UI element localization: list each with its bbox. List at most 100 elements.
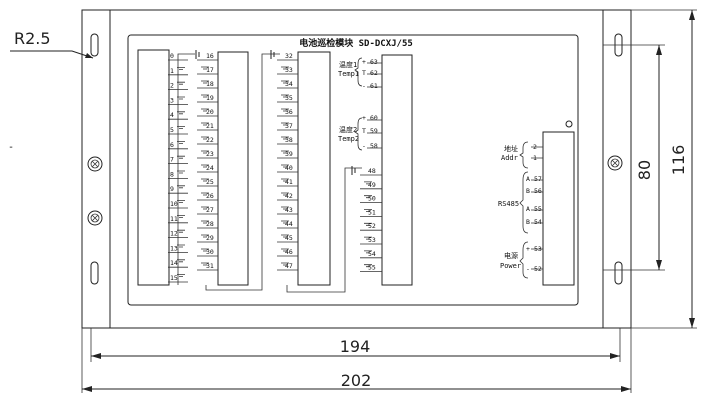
- terminal-label: 6: [170, 141, 174, 149]
- svg-text:+: +: [526, 245, 530, 253]
- cell-symbol-icon: [201, 150, 209, 154]
- radius-leader: [10, 50, 94, 59]
- dim-inner-width: 194: [340, 337, 371, 356]
- terminal-label: 14: [170, 259, 178, 267]
- svg-text:T: T: [362, 69, 366, 77]
- cell-symbol-icon: [281, 122, 289, 126]
- cell-symbol-icon: [281, 192, 289, 196]
- svg-text:温度1: 温度1: [339, 60, 357, 69]
- terminal-label: 55: [368, 264, 376, 272]
- terminal-label: 15: [170, 274, 178, 282]
- dim-outer-width: 202: [341, 371, 372, 390]
- terminal-label: 19: [206, 94, 214, 102]
- terminal-label: 31: [206, 262, 214, 270]
- svg-text:Temp2: Temp2: [338, 135, 359, 143]
- svg-text:RS485: RS485: [498, 200, 519, 208]
- dim-outer-height: 116: [669, 145, 688, 176]
- svg-text:Temp1: Temp1: [338, 70, 359, 78]
- cell-symbol-icon: [351, 166, 356, 175]
- mounting-slot-tl: [90, 33, 99, 57]
- svg-text:59: 59: [370, 127, 378, 135]
- terminal-label: 22: [206, 136, 214, 144]
- terminal-label: 54: [368, 250, 376, 258]
- svg-text:A: A: [526, 205, 530, 213]
- svg-text:63: 63: [370, 58, 378, 66]
- cell-symbol-icon: [195, 50, 200, 59]
- cell-symbol-icon: [281, 150, 289, 154]
- left-dash: -: [8, 142, 14, 153]
- terminal-label: 52: [368, 222, 376, 230]
- cell-symbol-icon: [364, 209, 372, 212]
- terminal-label: 49: [368, 181, 376, 189]
- svg-text:-: -: [362, 82, 366, 90]
- screw-icon: [87, 156, 103, 172]
- bus-wire: [286, 167, 362, 293]
- terminal-label: 25: [206, 178, 214, 186]
- terminal-label: 24: [206, 164, 214, 172]
- svg-text:58: 58: [370, 142, 378, 150]
- cell-symbol-icon: [281, 164, 289, 168]
- cell-symbol-icon: [201, 262, 209, 266]
- terminal-label: 47: [285, 262, 293, 270]
- cell-symbol-icon: [281, 94, 289, 98]
- terminal-label: 51: [368, 208, 376, 216]
- bus-wire: [205, 53, 280, 291]
- connector-block-2: [217, 51, 249, 286]
- cell-symbol-icon: [281, 206, 289, 210]
- svg-text:60: 60: [370, 114, 378, 122]
- connector-block-1: [137, 49, 170, 286]
- terminal-label: 40: [285, 164, 293, 172]
- terminal-label: 46: [285, 248, 293, 256]
- terminal-label: 36: [285, 108, 293, 116]
- connector-block-4: [381, 54, 413, 286]
- terminal-label: 27: [206, 206, 214, 214]
- terminal-label: 5: [170, 126, 174, 134]
- terminal-label: 1: [170, 67, 174, 75]
- terminal-label: 39: [285, 150, 293, 158]
- terminal-label: 7: [170, 156, 174, 164]
- svg-text:57: 57: [534, 175, 542, 183]
- terminal-label: 23: [206, 150, 214, 158]
- temp2-group: 温度2 Temp2 +T- 60 59 58: [338, 114, 382, 151]
- cell-symbol-icon: [201, 220, 209, 224]
- cell-symbol-icon: [201, 192, 209, 196]
- cell-symbol-icon: [201, 108, 209, 112]
- terminal-label: 11: [170, 215, 178, 223]
- cell-symbol-icon: [201, 248, 209, 252]
- svg-text:Addr: Addr: [501, 154, 518, 162]
- terminal-label: 21: [206, 122, 214, 130]
- svg-text:T: T: [362, 127, 366, 135]
- radius-label: R2.5: [14, 29, 51, 48]
- cell-symbol-icon: [364, 222, 372, 226]
- terminal-label: 32: [285, 52, 293, 60]
- terminal-label: 33: [285, 66, 293, 74]
- svg-text:55: 55: [534, 205, 542, 213]
- terminal-label: 35: [285, 94, 293, 102]
- cell-symbol-icon: [201, 206, 209, 210]
- bus-wire: [177, 53, 195, 285]
- terminal-label: 20: [206, 108, 214, 116]
- svg-text:54: 54: [534, 218, 542, 226]
- cell-symbol-icon: [281, 66, 289, 70]
- terminal-label: 3: [170, 96, 174, 104]
- mounting-slot-br: [614, 261, 623, 285]
- terminal-label: 28: [206, 220, 214, 228]
- cell-symbol-icon: [201, 136, 209, 140]
- svg-text:62: 62: [370, 69, 378, 77]
- connector-block-3: [297, 51, 331, 286]
- svg-text:B: B: [526, 187, 530, 195]
- terminal-label: 48: [368, 167, 376, 175]
- terminal-label: 10: [170, 200, 178, 208]
- module-title: 电池巡检模块 SD-DCXJ/55: [299, 37, 413, 49]
- svg-text:地址: 地址: [504, 144, 518, 153]
- cell-symbol-icon: [201, 122, 209, 126]
- cell-symbol-icon: [201, 234, 209, 238]
- cell-symbol-icon: [364, 195, 372, 199]
- cell-symbol-icon: [364, 181, 372, 185]
